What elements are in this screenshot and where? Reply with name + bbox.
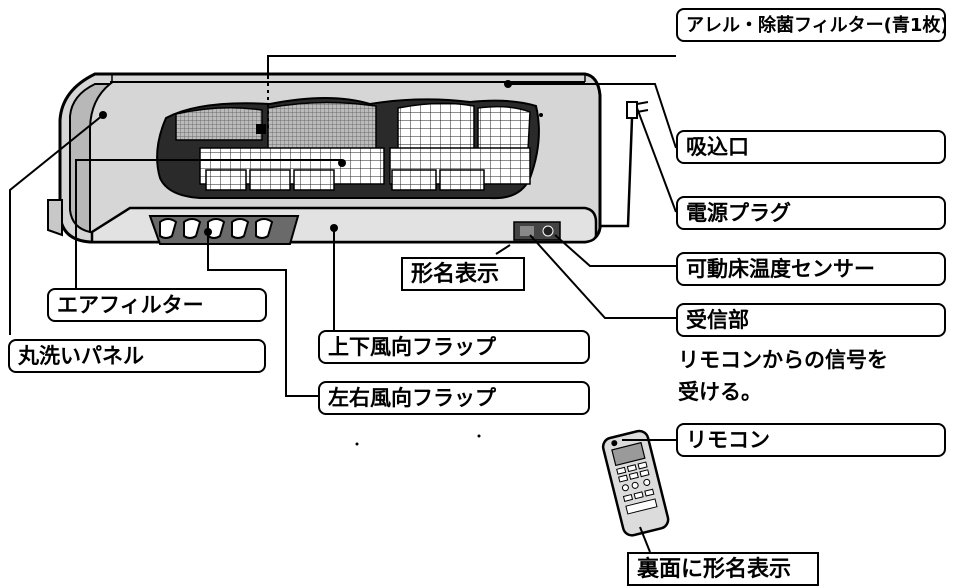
leader-dots [99, 80, 543, 446]
label-intake: 吸込口 [676, 130, 946, 164]
receiver-note-line1: リモコンからの信号を [678, 348, 888, 372]
leader-lines [9, 55, 677, 553]
label-vertical-flap: 上下風向フラップ [318, 330, 590, 364]
label-power-plug: 電源プラグ [676, 196, 946, 230]
label-receiver: 受信部 [676, 303, 946, 337]
label-allergy-filter: アレル・除菌フィルター(青1枚) [676, 8, 946, 42]
label-horizontal-flap: 左右風向フラップ [318, 381, 590, 415]
label-washable-panel: 丸洗いパネル [8, 339, 266, 373]
washable-panel-side [69, 83, 113, 234]
label-model-display: 形名表示 [401, 257, 525, 291]
remote-control [601, 429, 670, 537]
label-remote: リモコン [676, 423, 946, 457]
label-air-filter: エアフィルター [47, 288, 267, 322]
exposed-filter [156, 97, 540, 200]
receiver-note-line2: 受ける。 [678, 380, 762, 404]
label-remote-back-model: 裏面に形名表示 [627, 552, 819, 586]
label-floor-sensor: 可動床温度センサー [676, 252, 946, 286]
horizontal-flap-vanes [159, 218, 274, 239]
